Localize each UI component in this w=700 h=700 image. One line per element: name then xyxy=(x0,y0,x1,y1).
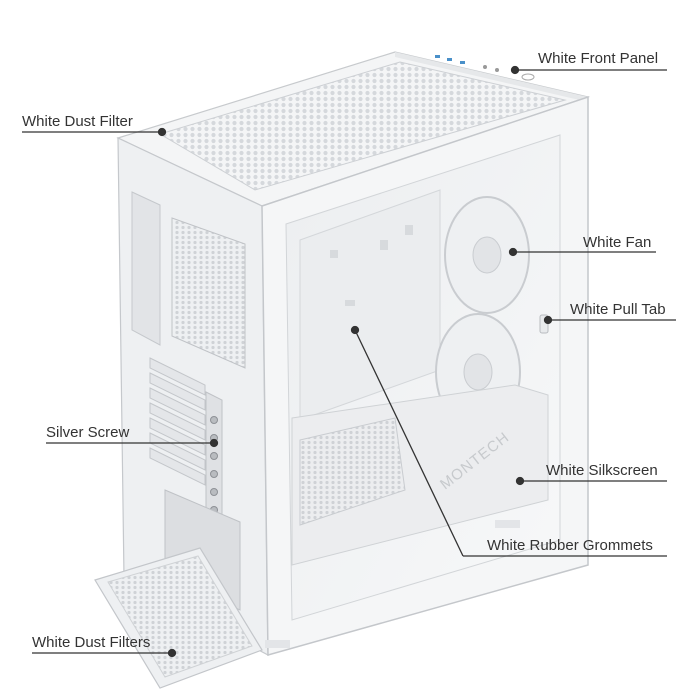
label-grommets: White Rubber Grommets xyxy=(487,537,653,554)
io-ports xyxy=(435,55,535,81)
pcie-slots xyxy=(149,357,206,486)
label-silver-screw: Silver Screw xyxy=(46,424,130,441)
rear-fan-mesh xyxy=(171,217,246,369)
shroud-mesh xyxy=(299,417,406,526)
label-dust-filters: White Dust Filters xyxy=(32,634,151,651)
label-silkscreen: White Silkscreen xyxy=(546,462,658,479)
callout-lines xyxy=(22,65,676,658)
pc-case: MONTECH xyxy=(94,51,591,689)
label-pull-tab: White Pull Tab xyxy=(570,301,666,318)
label-front-panel: White Front Panel xyxy=(538,50,659,67)
top-dust-filter xyxy=(158,61,567,191)
label-fan: White Fan xyxy=(583,234,652,251)
label-dust-filter: White Dust Filter xyxy=(22,113,133,130)
